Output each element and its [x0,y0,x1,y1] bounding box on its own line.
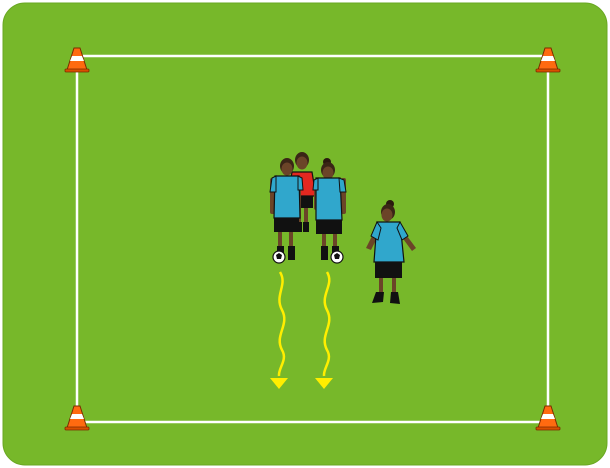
ball-left [273,251,285,263]
pitch [3,3,607,465]
ball-right [331,251,343,263]
